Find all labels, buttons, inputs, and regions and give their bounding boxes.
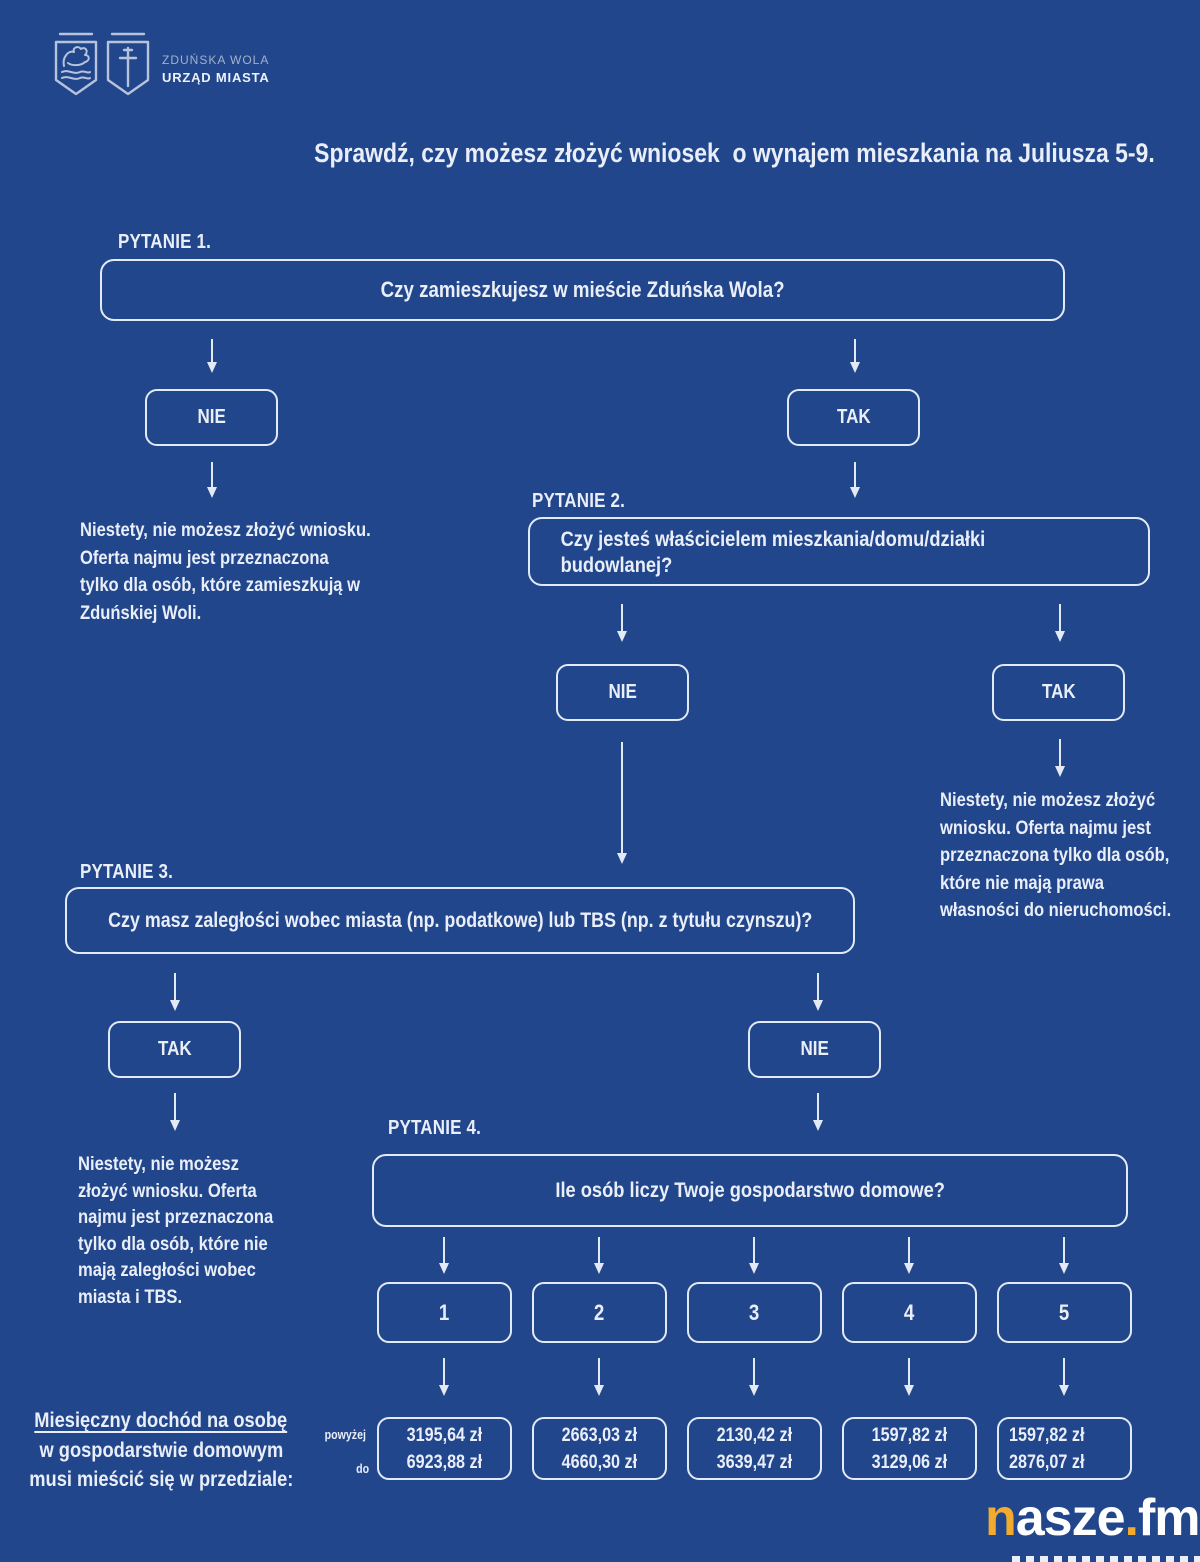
question-1-box: Czy zamieszkujesz w mieście Zduńska Wola… <box>100 259 1065 321</box>
arrow-down-icon <box>167 1093 183 1131</box>
arrow-down-icon <box>847 462 863 498</box>
arrow-down-icon <box>614 604 630 642</box>
income-above-label: powyżej <box>325 1428 367 1442</box>
question-4-label: PYTANIE 4. <box>388 1117 482 1139</box>
logo-office-name: URZĄD MIASTA <box>162 70 270 85</box>
income-to-label: do <box>355 1462 369 1476</box>
city-crest-icons <box>54 32 150 96</box>
arrow-down-icon <box>591 1237 607 1274</box>
arrow-down-icon <box>746 1358 762 1396</box>
arrow-down-icon <box>746 1237 762 1274</box>
q3-answer-no: NIE <box>748 1021 881 1078</box>
arrow-down-icon <box>204 462 220 498</box>
arrow-down-icon <box>847 339 863 373</box>
arrow-down-icon <box>436 1358 452 1396</box>
question-3-box: Czy masz zaległości wobec miasta (np. po… <box>65 887 855 954</box>
arrow-down-icon <box>614 742 630 864</box>
arrow-down-icon <box>204 339 220 373</box>
income-note: Miesięczny dochód na osobę w gospodarstw… <box>28 1408 294 1491</box>
logo-city-name: ZDUŃSKA WOLA <box>162 53 270 67</box>
household-size-3: 3 <box>687 1282 822 1343</box>
question-2-label: PYTANIE 2. <box>532 490 626 512</box>
q2-answer-yes: TAK <box>992 664 1125 721</box>
household-size-5: 5 <box>997 1282 1132 1343</box>
arrow-down-icon <box>1056 1358 1072 1396</box>
question-1-label: PYTANIE 1. <box>118 231 212 253</box>
arrow-down-icon <box>591 1358 607 1396</box>
arrow-down-icon <box>436 1237 452 1274</box>
q3-answer-yes: TAK <box>108 1021 241 1078</box>
household-size-1: 1 <box>377 1282 512 1343</box>
q1-no-result-text: Niestety, nie możesz złożyć wniosku.Ofer… <box>80 519 371 624</box>
arrow-down-icon <box>810 973 826 1011</box>
arrow-down-icon <box>167 973 183 1011</box>
arrow-down-icon <box>901 1237 917 1274</box>
arrow-down-icon <box>1052 604 1068 642</box>
arrow-down-icon <box>901 1358 917 1396</box>
nasze-fm-logo: nasze.fm <box>985 1489 1200 1547</box>
arrow-down-icon <box>1056 1237 1072 1274</box>
page-title: Sprawdź, czy możesz złożyć wniosek o wyn… <box>314 138 1155 168</box>
q1-answer-yes: TAK <box>787 389 920 446</box>
household-size-4: 4 <box>842 1282 977 1343</box>
question-2-box: Czy jesteś właścicielem mieszkania/domu/… <box>528 517 1150 586</box>
footer-dashed-line <box>1012 1556 1200 1562</box>
arrow-down-icon <box>1052 739 1068 777</box>
q1-answer-no: NIE <box>145 389 278 446</box>
question-3-label: PYTANIE 3. <box>80 861 174 883</box>
arrow-down-icon <box>810 1093 826 1131</box>
question-4-box: Ile osób liczy Twoje gospodarstwo domowe… <box>372 1154 1128 1227</box>
logo-text: ZDUŃSKA WOLA URZĄD MIASTA <box>162 53 270 85</box>
household-size-2: 2 <box>532 1282 667 1343</box>
q2-answer-no: NIE <box>556 664 689 721</box>
